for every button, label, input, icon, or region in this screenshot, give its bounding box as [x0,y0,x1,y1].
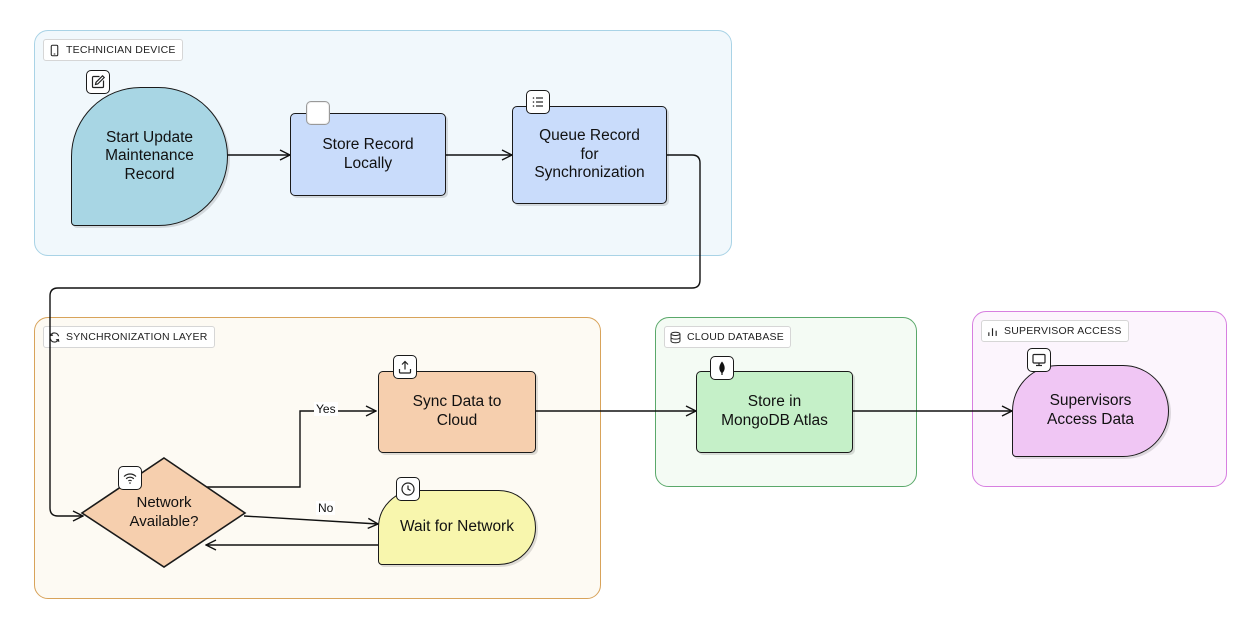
mongodb-leaf-icon [719,361,725,375]
node-queue-record-for-synchronization[interactable]: Queue Record for Synchronization [512,106,667,204]
node-supervisors-access-data[interactable]: Supervisors Access Data [1012,365,1169,457]
lane-synchronization-layer: SYNCHRONIZATION LAYER [34,317,601,599]
node-store-in-mongodb-atlas[interactable]: Store in MongoDB Atlas [696,371,853,453]
node-start-update-maintenance-record[interactable]: Start Update Maintenance Record [71,87,228,226]
bar-chart-icon [988,327,997,336]
arrow-network-yes-to-sync [203,411,376,488]
wifi-icon [123,473,137,484]
edge-label-no: No [316,501,336,515]
monitor-icon [1032,353,1046,367]
list-icon [532,97,543,107]
node-queue-record-text: Queue Record for Synchronization [534,127,645,182]
lane-supervisor-access-title: SUPERVISOR ACCESS [1004,325,1122,337]
lane-synchronization-layer-label: SYNCHRONIZATION LAYER [43,326,215,348]
lane-cloud-database-label: CLOUD DATABASE [664,326,791,348]
lane-technician-device-title: TECHNICIAN DEVICE [66,44,176,56]
node-wait-for-network[interactable]: Wait for Network [378,490,536,565]
node-sync-data-text: Sync Data to Cloud [412,393,502,429]
badge-edit [86,70,110,94]
badge-upload [393,355,417,379]
badge-wifi [118,466,142,490]
badge-blank [306,101,330,125]
node-sync-data-to-cloud[interactable]: Sync Data to Cloud [378,371,536,453]
node-start-update-text: Start Update Maintenance Record [105,128,194,183]
arrow-queue-to-network [49,154,701,516]
lane-synchronization-layer-title: SYNCHRONIZATION LAYER [66,331,208,343]
badge-mongodb [710,356,734,380]
arrow-network-no-to-wait [243,515,378,524]
node-store-mongo-text: Store in MongoDB Atlas [721,393,828,429]
lane-technician-device-label: TECHNICIAN DEVICE [43,39,183,61]
database-icon [670,331,681,343]
clock-icon [401,482,415,496]
decision-diamond-network-available [80,457,247,568]
badge-monitor [1027,348,1051,372]
lane-supervisor-access-label: SUPERVISOR ACCESS [981,320,1129,342]
edge-label-yes: Yes [314,402,338,416]
node-network-available-text[interactable]: Network Available? [129,494,199,530]
blank-icon [310,105,326,121]
node-store-record-locally[interactable]: Store Record Locally [290,113,446,196]
upload-icon [398,360,412,374]
edit-icon [91,74,106,89]
badge-list [526,90,550,114]
lane-cloud-database-title: CLOUD DATABASE [687,331,784,343]
badge-clock [396,477,420,501]
phone-icon [50,44,59,56]
node-wait-for-network-text: Wait for Network [400,518,514,536]
node-store-record-locally-text: Store Record Locally [322,135,414,172]
node-supervisors-access-text: Supervisors Access Data [1046,392,1134,428]
